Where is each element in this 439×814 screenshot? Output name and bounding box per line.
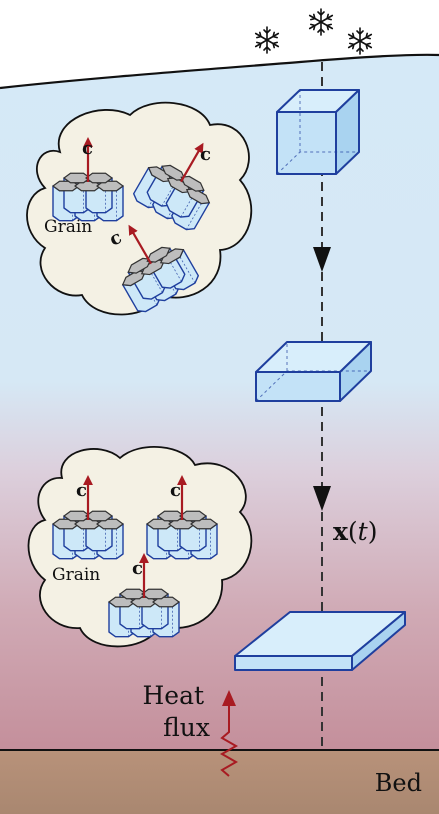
grain-clusters [51, 137, 219, 638]
trajectory-arrow-icon [313, 247, 331, 272]
grain-prism-top [84, 510, 114, 522]
grain-cluster [51, 475, 125, 560]
grain-prism-top [95, 180, 125, 192]
grain-cluster [121, 224, 200, 313]
grain-edge [179, 256, 196, 284]
grain-prism-top [159, 248, 185, 265]
c-axis-arrow-icon [128, 224, 152, 265]
trajectory-label-t: t [358, 517, 369, 546]
c-axis-arrow-icon [180, 142, 204, 183]
bed-label: Bed [375, 769, 422, 797]
trajectory-label-x: x [333, 517, 349, 546]
trajectory-label: x(t) [333, 517, 377, 546]
trajectory-label-close: ) [368, 517, 378, 546]
c-axis-label: c [132, 558, 143, 579]
grain-cluster [51, 137, 125, 222]
grain-label-top: Grain [44, 217, 92, 237]
ice-volume-thin [234, 611, 406, 671]
trajectory-label-open: ( [348, 517, 358, 546]
grain-prism-top [151, 596, 181, 608]
grain-prism-top [140, 588, 170, 600]
grain-prism-top [95, 518, 125, 530]
grain-prism-top [161, 164, 186, 181]
grain-prism-top [118, 588, 148, 600]
grain-cluster [107, 553, 181, 638]
grain-prism-top [146, 246, 171, 263]
grain-prism-top [62, 172, 92, 184]
trajectory-arrow-icon [313, 486, 331, 511]
snowflake-icon [308, 8, 334, 36]
grain-prism-top [127, 257, 152, 274]
grain-cluster [145, 475, 219, 560]
grain-prism-top [156, 510, 186, 522]
grain-prism-top [180, 175, 205, 192]
c-axis-label: c [82, 138, 93, 159]
grain-prism-top [62, 510, 92, 522]
heat-flux-line2: flux [163, 713, 210, 742]
snowflake-icon [347, 27, 373, 55]
heat-flux-arrowhead-icon [222, 690, 236, 706]
c-axis-label: c [170, 480, 181, 501]
grain-cluster [132, 142, 211, 231]
grain-prism-top [185, 188, 211, 205]
heat-flux-line1: Heat [142, 681, 204, 710]
snowflake-icon [254, 26, 280, 54]
grain-cloud-bottom [27, 446, 253, 648]
grain-prism-top [84, 172, 114, 184]
heat-flux-label: Heat flux [142, 681, 212, 742]
ice-volume-cube [276, 89, 360, 175]
grain-label-bottom: Grain [52, 565, 100, 585]
ice-surface-line [0, 53, 439, 90]
ice-volume-compressed [255, 341, 372, 402]
c-axis-label: c [76, 480, 87, 501]
grain-edge [185, 203, 202, 230]
grain-prism-top [178, 510, 208, 522]
heat-flux-arrow-icon [219, 700, 239, 777]
bedrock [0, 750, 439, 814]
c-axis-label: c [200, 144, 211, 165]
grain-prism-top [189, 518, 219, 530]
